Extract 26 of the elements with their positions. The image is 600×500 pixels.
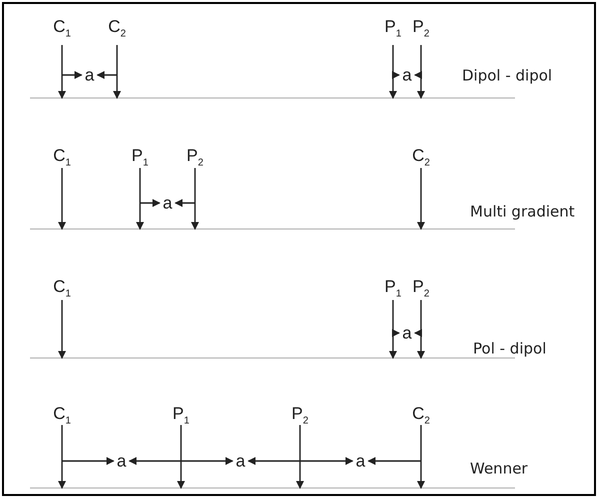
- electrode-label: C$_{1}$: [53, 278, 71, 300]
- spacing-label: a: [402, 324, 412, 342]
- array-name: Pol - dipol: [473, 342, 546, 356]
- electrode-label: C$_{2}$: [108, 18, 126, 40]
- array-name: Wenner: [470, 462, 528, 476]
- spacing-label: a: [84, 66, 94, 84]
- array-name: Multi gradient: [470, 204, 575, 220]
- spacing-label: a: [116, 452, 126, 470]
- electrode-label: P$_{1}$: [132, 147, 148, 168]
- electrode-label: P$_{1}$: [172, 405, 190, 426]
- electrode-label: P$_{2}$: [292, 405, 308, 426]
- electrode-label: C$_{1}$: [53, 147, 71, 168]
- electrode-label: P$_{1}$: [384, 18, 402, 40]
- spacing-label: a: [162, 194, 172, 212]
- electrode-label: C$_{2}$: [412, 405, 430, 426]
- electrode-label: C$_{1}$: [53, 18, 71, 40]
- electrode-label: P$_{2}$: [412, 278, 430, 300]
- spacing-label: a: [236, 452, 246, 470]
- array-name: Dipol - dipol: [462, 68, 552, 84]
- spacing-label: a: [356, 452, 366, 470]
- electrode-label: C$_{2}$: [412, 147, 430, 168]
- electrode-label: P$_{2}$: [412, 18, 430, 40]
- electrode-label: P$_{1}$: [384, 278, 402, 300]
- electrode-label: C$_{1}$: [53, 405, 71, 426]
- spacing-label: a: [402, 66, 412, 84]
- electrode-label: P$_{2}$: [186, 147, 204, 168]
